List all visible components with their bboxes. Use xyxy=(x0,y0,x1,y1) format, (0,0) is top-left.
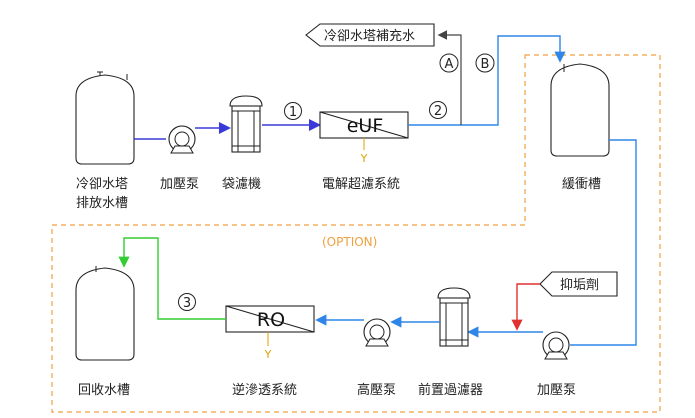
tag-a: A xyxy=(445,57,454,72)
ro-y-label: Y xyxy=(264,348,272,361)
recovery-tank-icon xyxy=(75,266,135,361)
ro-unit-icon xyxy=(225,305,315,346)
option-label: (OPTION) xyxy=(322,235,377,249)
tower-drain-label-1: 冷卻水塔 xyxy=(76,177,128,192)
cooling-makeup-flag xyxy=(305,23,435,47)
pre-filter-label: 前置過濾器 xyxy=(418,382,483,398)
ro-system-label: 逆滲透系統 xyxy=(232,382,297,398)
flow-line-antiscalant xyxy=(511,283,540,331)
cooling-tower-drain-tank xyxy=(75,71,135,165)
antiscalant-label: 抑垢劑 xyxy=(560,277,599,293)
tower-drain-label-2: 排放水槽 xyxy=(76,196,128,211)
antiscalant-flag xyxy=(539,271,618,297)
cooling-makeup-label: 冷卻水塔補充水 xyxy=(324,28,415,44)
booster-pump-1-label: 加壓泵 xyxy=(160,177,199,192)
buffer-tank-label: 緩衝槽 xyxy=(562,177,601,192)
booster-pump-1-icon xyxy=(168,125,196,154)
hp-pump-icon xyxy=(363,318,391,347)
tag-3: 3 xyxy=(183,296,191,311)
tag-b: B xyxy=(481,57,490,72)
bag-filter-icon xyxy=(229,95,263,153)
buffer-tank-icon xyxy=(550,63,610,157)
flow-line-ro-to-recovery xyxy=(118,237,226,320)
ro-text: RO xyxy=(257,309,285,331)
tag-2: 2 xyxy=(434,104,442,119)
hp-pump-label: 高壓泵 xyxy=(357,382,396,398)
booster-pump-2-icon xyxy=(542,331,570,360)
bag-filter-label: 袋濾機 xyxy=(222,177,261,192)
recovery-tank-label: 回收水槽 xyxy=(78,383,130,398)
euf-y-label: Y xyxy=(360,152,368,165)
flow-line-euf-output xyxy=(408,35,566,126)
euf-text: eUF xyxy=(347,115,384,137)
option-region-border xyxy=(51,54,661,413)
flow-line-euf-to-makeup xyxy=(437,30,462,125)
euf-system-label: 電解超濾系統 xyxy=(322,177,400,192)
tag-1: 1 xyxy=(289,105,297,120)
pre-filter-icon xyxy=(437,287,471,347)
booster-pump-2-label: 加壓泵 xyxy=(537,383,576,398)
flow-line-buffer-to-pump2 xyxy=(570,139,637,346)
